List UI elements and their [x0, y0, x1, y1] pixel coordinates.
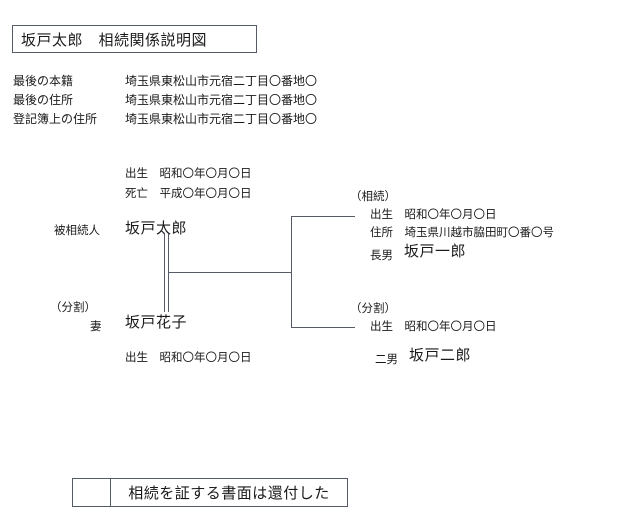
address-row-honseki: 最後の本籍 埼玉県東松山市元宿二丁目〇番地〇	[0, 72, 624, 91]
decedent-name: 坂戸太郎	[125, 219, 188, 237]
children-bracket-vertical	[291, 216, 292, 328]
children-bracket-arm-bottom	[291, 327, 355, 328]
child-first-status-label: （相続）	[350, 189, 396, 203]
child-first-name: 坂戸一郎	[404, 242, 467, 260]
address-row-jusho: 最後の住所 埼玉県東松山市元宿二丁目〇番地〇	[0, 91, 624, 110]
marriage-line-right	[168, 234, 169, 312]
child-second-name: 坂戸二郎	[409, 346, 472, 364]
address-value-jusho: 埼玉県東松山市元宿二丁目〇番地〇	[125, 93, 318, 107]
address-value-tokibo: 埼玉県東松山市元宿二丁目〇番地〇	[125, 112, 318, 126]
document-title-box: 坂戸太郎 相続関係説明図	[12, 25, 257, 53]
return-note-stamp-cell	[73, 479, 111, 506]
child-second-status-label: （分割）	[350, 301, 396, 315]
spouse-role-label: 妻	[90, 319, 102, 333]
address-block: 最後の本籍 埼玉県東松山市元宿二丁目〇番地〇 最後の住所 埼玉県東松山市元宿二丁…	[0, 72, 624, 129]
page-title: 坂戸太郎 相続関係説明図	[21, 30, 208, 49]
descent-horizontal-line	[168, 272, 292, 273]
address-label-tokibo: 登記簿上の住所	[13, 112, 98, 126]
return-note-text: 相続を証する書面は還付した	[128, 484, 330, 502]
address-row-tokibo: 登記簿上の住所 埼玉県東松山市元宿二丁目〇番地〇	[0, 110, 624, 129]
address-label-honseki: 最後の本籍	[13, 74, 74, 88]
child-second-birth: 出生 昭和〇年〇月〇日	[370, 319, 497, 333]
children-bracket-arm-top	[291, 216, 355, 217]
child-first-address: 住所 埼玉県川越市脇田町〇番〇号	[370, 225, 554, 239]
decedent-birth: 出生 昭和〇年〇月〇日	[125, 166, 252, 180]
address-value-honseki: 埼玉県東松山市元宿二丁目〇番地〇	[125, 74, 318, 88]
decedent-role-label: 被相続人	[54, 223, 100, 237]
spouse-birth: 出生 昭和〇年〇月〇日	[125, 350, 252, 364]
child-second-role-label: 二男	[375, 352, 398, 366]
address-label-jusho: 最後の住所	[13, 93, 74, 107]
spouse-status-label: （分割）	[50, 300, 96, 314]
child-first-role-label: 長男	[370, 248, 393, 262]
marriage-line-left	[164, 234, 165, 312]
decedent-death: 死亡 平成〇年〇月〇日	[125, 186, 252, 200]
child-first-birth: 出生 昭和〇年〇月〇日	[370, 207, 497, 221]
return-note-box: 相続を証する書面は還付した	[72, 478, 348, 507]
spouse-name: 坂戸花子	[125, 313, 188, 331]
